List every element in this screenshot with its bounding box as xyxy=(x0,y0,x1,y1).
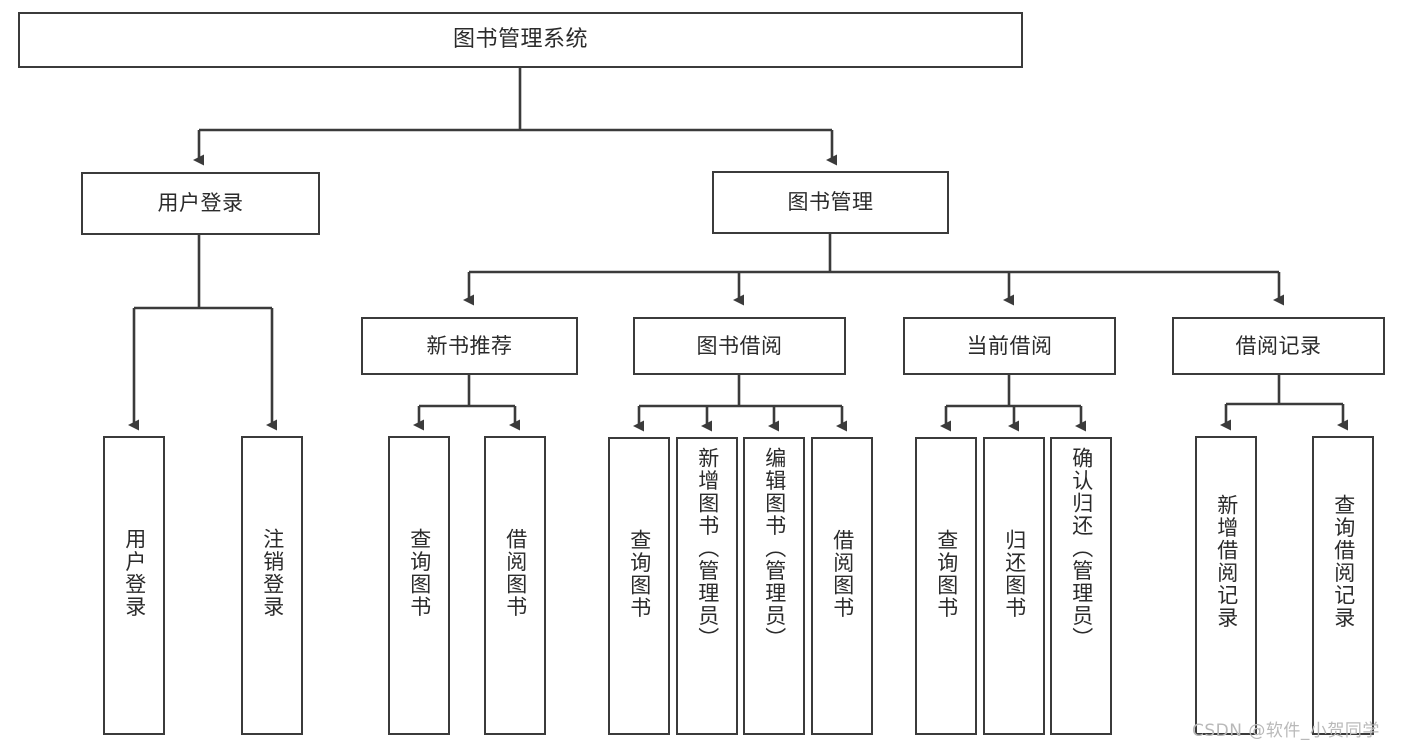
node-label: 新增图书（管理员） xyxy=(695,447,720,650)
node-label: 注销登录 xyxy=(260,528,285,618)
node-label: 查询借阅记录 xyxy=(1331,494,1356,629)
node-label: 图书借阅 xyxy=(696,333,783,358)
node-label: 图书管理 xyxy=(787,190,874,215)
node-borrow-record[interactable]: 借阅记录 xyxy=(1172,317,1385,375)
leaf-query-borrow-record[interactable]: 查询借阅记录 xyxy=(1312,436,1374,735)
leaf-query-book-current[interactable]: 查询图书 xyxy=(915,437,977,735)
leaf-user-login[interactable]: 用户登录 xyxy=(103,436,165,735)
node-label: 归还图书 xyxy=(1002,529,1027,619)
node-label: 借阅记录 xyxy=(1235,333,1322,358)
node-label: 当前借阅 xyxy=(966,333,1053,358)
leaf-confirm-return-admin[interactable]: 确认归还（管理员） xyxy=(1050,437,1112,735)
leaf-query-book-borrow[interactable]: 查询图书 xyxy=(608,437,670,735)
leaf-borrow-book-recommendation[interactable]: 借阅图书 xyxy=(484,436,546,735)
leaf-edit-book-admin[interactable]: 编辑图书（管理员） xyxy=(743,437,805,735)
node-label: 确认归还（管理员） xyxy=(1069,447,1094,650)
node-root-book-management-system[interactable]: 图书管理系统 xyxy=(18,12,1023,68)
node-label: 查询图书 xyxy=(407,528,432,618)
node-label: 用户登录 xyxy=(157,191,244,216)
leaf-logout-login[interactable]: 注销登录 xyxy=(241,436,303,735)
node-label: 借阅图书 xyxy=(503,528,528,618)
leaf-return-book[interactable]: 归还图书 xyxy=(983,437,1045,735)
node-label: 查询图书 xyxy=(934,529,959,619)
node-label: 新增借阅记录 xyxy=(1214,494,1239,629)
node-label: 编辑图书（管理员） xyxy=(762,447,787,650)
leaf-borrow-book-borrow[interactable]: 借阅图书 xyxy=(811,437,873,735)
node-label: 借阅图书 xyxy=(830,529,855,619)
node-book-management[interactable]: 图书管理 xyxy=(712,171,949,234)
node-label: 图书管理系统 xyxy=(452,27,588,53)
node-label: 查询图书 xyxy=(627,529,652,619)
node-label: 用户登录 xyxy=(122,528,147,618)
node-label: 新书推荐 xyxy=(426,333,513,358)
leaf-query-book-recommendation[interactable]: 查询图书 xyxy=(388,436,450,735)
node-current-borrow[interactable]: 当前借阅 xyxy=(903,317,1116,375)
leaf-add-borrow-record[interactable]: 新增借阅记录 xyxy=(1195,436,1257,735)
node-new-book-recommendation[interactable]: 新书推荐 xyxy=(361,317,578,375)
node-book-borrow[interactable]: 图书借阅 xyxy=(633,317,846,375)
node-user-login[interactable]: 用户登录 xyxy=(81,172,320,235)
leaf-add-book-admin[interactable]: 新增图书（管理员） xyxy=(676,437,738,735)
